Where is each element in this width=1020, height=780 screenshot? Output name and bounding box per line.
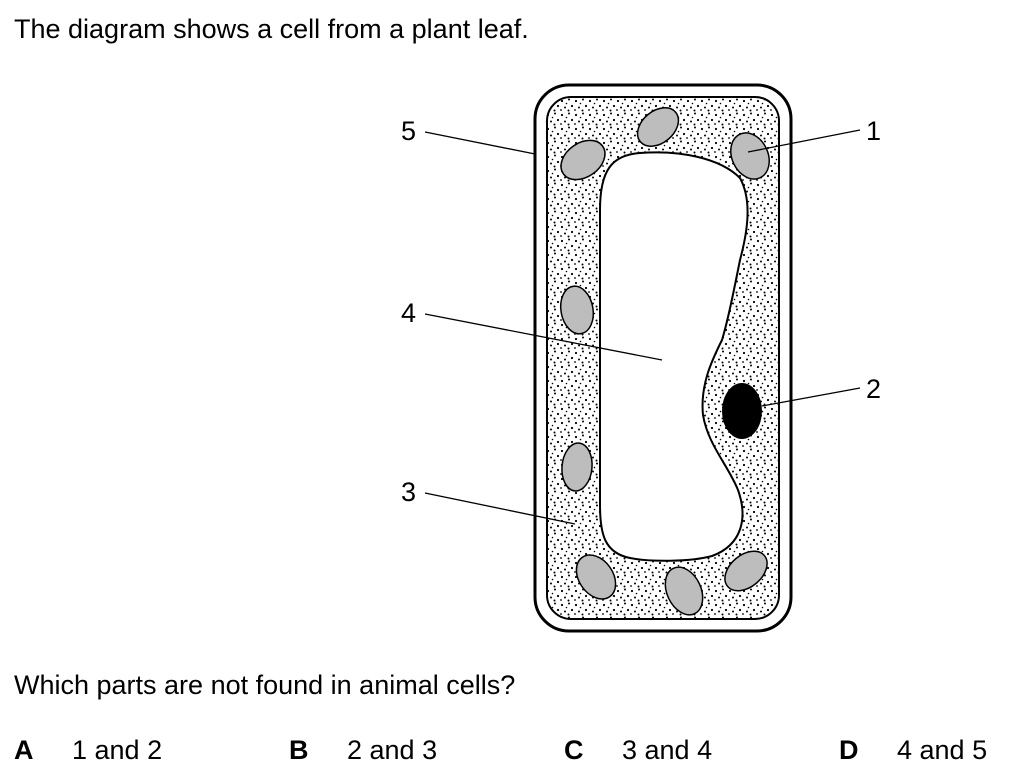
option-text: 3 and 4 [622, 735, 713, 765]
label-line-2 [761, 387, 861, 407]
chloroplast [575, 554, 617, 600]
label-lines [424, 129, 861, 525]
chloroplast [560, 139, 606, 181]
option-d[interactable]: D 4 and 5 [839, 732, 987, 768]
chloroplast [561, 442, 593, 492]
option-letter: C [564, 735, 584, 765]
label-3: 3 [401, 477, 416, 507]
chloroplast [559, 285, 595, 335]
option-letter: D [839, 735, 859, 765]
label-line-4 [424, 313, 663, 361]
label-1: 1 [866, 116, 881, 146]
chloroplasts [559, 107, 770, 616]
answer-options: A 1 and 2 B 2 and 3 C 3 and 4 D 4 and 5 [0, 732, 1020, 768]
label-2: 2 [866, 374, 881, 404]
label-line-5 [424, 131, 536, 155]
label-line-3 [424, 492, 576, 525]
option-letter: B [289, 735, 309, 765]
question-text: Which parts are not found in animal cell… [14, 670, 516, 700]
option-text: 4 and 5 [897, 735, 988, 765]
option-text: 2 and 3 [347, 735, 438, 765]
label-4: 4 [401, 298, 416, 328]
label-5: 5 [401, 116, 416, 146]
intro-text: The diagram shows a cell from a plant le… [14, 14, 529, 44]
option-letter: A [14, 735, 34, 765]
chloroplast [724, 550, 768, 592]
vacuole [599, 151, 749, 562]
option-a[interactable]: A 1 and 2 [14, 732, 162, 768]
chloroplast [664, 566, 704, 616]
label-line-1 [747, 129, 861, 153]
option-text: 1 and 2 [72, 735, 163, 765]
chloroplast [636, 107, 680, 147]
nucleus [722, 383, 762, 439]
option-c[interactable]: C 3 and 4 [564, 732, 712, 768]
option-b[interactable]: B 2 and 3 [289, 732, 437, 768]
